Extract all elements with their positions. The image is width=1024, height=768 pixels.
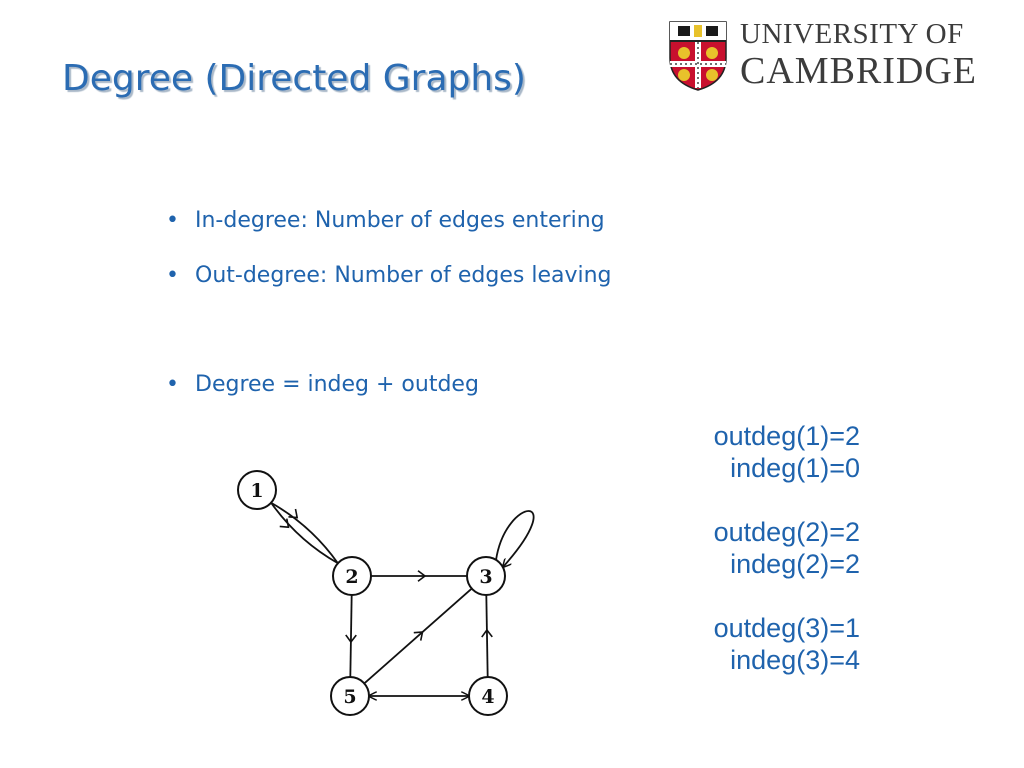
node-label-4: 4 bbox=[481, 686, 494, 708]
node-label-2: 2 bbox=[345, 566, 358, 588]
indeg-3: indeg(3)=4 bbox=[730, 645, 860, 675]
node-label-5: 5 bbox=[343, 686, 356, 708]
logo-line-cambridge: CAMBRIDGE bbox=[740, 50, 978, 92]
graph-nodes: 1 2 3 4 5 bbox=[237, 470, 508, 716]
edge-2-to-5-arrow bbox=[345, 634, 357, 644]
graph-node-4: 4 bbox=[468, 676, 508, 716]
edge-5-to-3-arrow bbox=[413, 631, 424, 641]
degree-node-1: outdeg(1)=2 indeg(1)=0 bbox=[714, 420, 860, 484]
bullet-text: In-degree: Number of edges entering bbox=[195, 208, 605, 233]
node-circle-1 bbox=[237, 470, 277, 510]
edge-5-to-3 bbox=[363, 587, 473, 685]
degree-node-3: outdeg(3)=1 indeg(3)=4 bbox=[714, 612, 860, 676]
node-circle-2 bbox=[332, 556, 372, 596]
edge-1-to-2-2-arrow bbox=[279, 518, 290, 529]
outdeg-3: outdeg(3)=1 bbox=[713, 613, 860, 643]
edge-2-to-5 bbox=[349, 594, 353, 678]
bullet-out-degree: Out-degree: Number of edges leaving bbox=[166, 263, 612, 288]
bullet-text: Degree = indeg + outdeg bbox=[195, 372, 479, 397]
graph-node-5: 5 bbox=[330, 676, 370, 716]
graph-node-1: 1 bbox=[237, 470, 277, 510]
edge-4-to-3 bbox=[485, 594, 489, 678]
edge-1-to-2 bbox=[270, 501, 339, 564]
degree-node-2: outdeg(2)=2 indeg(2)=2 bbox=[714, 516, 860, 580]
graph-node-2: 2 bbox=[332, 556, 372, 596]
node-label-1: 1 bbox=[250, 480, 263, 502]
slide-title: Degree (Directed Graphs) bbox=[62, 58, 526, 99]
graph-edges bbox=[270, 501, 535, 696]
bullet-in-degree: In-degree: Number of edges entering bbox=[166, 208, 605, 233]
edge-3-to-3 bbox=[495, 510, 535, 567]
logo-wordmark: UNIVERSITY OF CAMBRIDGE bbox=[740, 18, 978, 92]
node-label-3: 3 bbox=[479, 566, 492, 588]
node-circle-5 bbox=[330, 676, 370, 716]
outdeg-1: outdeg(1)=2 bbox=[713, 421, 860, 451]
edge-1-to-2-2 bbox=[270, 502, 339, 565]
logo-line-university: UNIVERSITY OF bbox=[740, 18, 964, 50]
edge-2-to-3-arrow bbox=[417, 570, 427, 582]
crest-icon bbox=[669, 21, 727, 91]
graph-node-3: 3 bbox=[466, 556, 506, 596]
degree-values: outdeg(1)=2 indeg(1)=0 outdeg(2)=2 indeg… bbox=[714, 420, 860, 708]
node-circle-3 bbox=[466, 556, 506, 596]
outdeg-2: outdeg(2)=2 bbox=[713, 517, 860, 547]
indeg-2: indeg(2)=2 bbox=[730, 549, 860, 579]
university-logo: UNIVERSITY OF CAMBRIDGE bbox=[668, 20, 988, 94]
bullet-text: Out-degree: Number of edges leaving bbox=[195, 263, 612, 288]
edge-4-to-3-arrow bbox=[481, 628, 493, 638]
indeg-1: indeg(1)=0 bbox=[730, 453, 860, 483]
node-circle-4 bbox=[468, 676, 508, 716]
directed-graph: 1 2 3 4 5 bbox=[237, 470, 535, 716]
edge-1-to-2-arrow bbox=[288, 508, 299, 519]
bullet-degree-formula: Degree = indeg + outdeg bbox=[166, 372, 479, 397]
